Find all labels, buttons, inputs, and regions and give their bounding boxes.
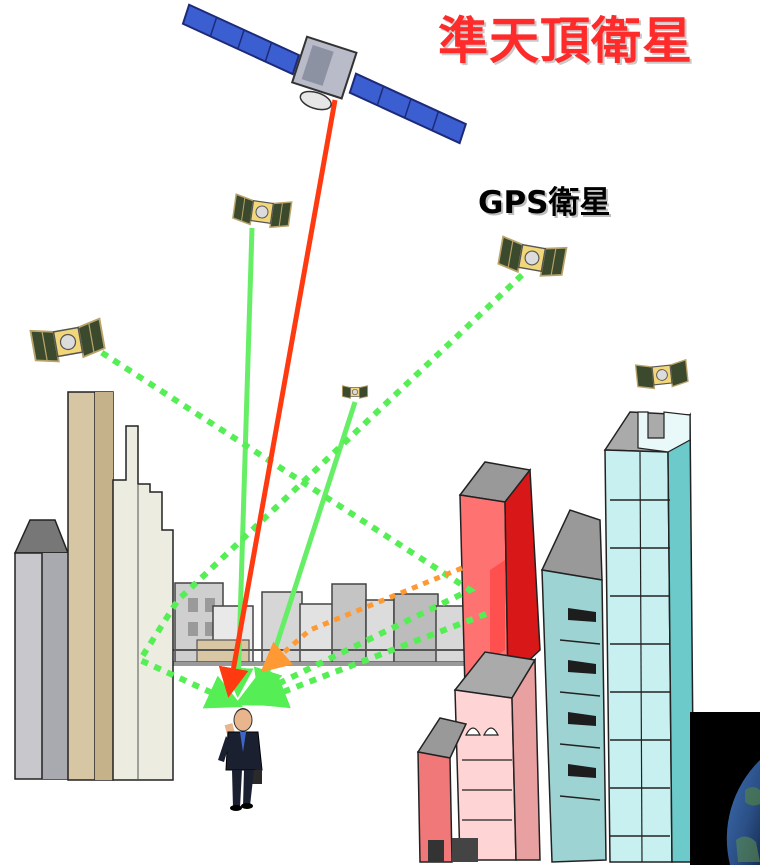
quasi-zenith-satellite-icon xyxy=(181,3,468,145)
signal-paths xyxy=(88,99,525,709)
right-building-teal-left xyxy=(540,509,607,863)
gps-satellite-icon-far-right xyxy=(634,358,689,390)
right-building-red xyxy=(458,461,541,691)
gps-direct-signal-1 xyxy=(223,227,255,698)
gps-satellite-icon-right xyxy=(497,235,568,277)
left-building-tan xyxy=(67,391,114,781)
gps-satellite-label: GPS衛星 xyxy=(478,185,611,221)
gps-reflected-signal-3 xyxy=(250,611,488,709)
qzs-signal xyxy=(218,99,338,698)
right-building-cyan-tower xyxy=(603,411,695,863)
person-phone-icon xyxy=(218,708,263,811)
gps-reflected-signal-2 xyxy=(135,272,525,709)
left-building-gray xyxy=(13,519,70,780)
gps-reflected-signal-1 xyxy=(88,342,477,706)
earth-icon xyxy=(690,712,760,865)
gps-satellite-icon-top xyxy=(232,193,293,229)
right-building-pink xyxy=(453,651,541,861)
gps-satellite-icon-small xyxy=(341,385,369,399)
quasi-zenith-satellite-title: 準天頂衛星 xyxy=(438,12,693,70)
right-building-salmon xyxy=(416,717,478,863)
gps-satellite-icon-left xyxy=(29,317,106,363)
left-building-cream xyxy=(112,425,174,781)
